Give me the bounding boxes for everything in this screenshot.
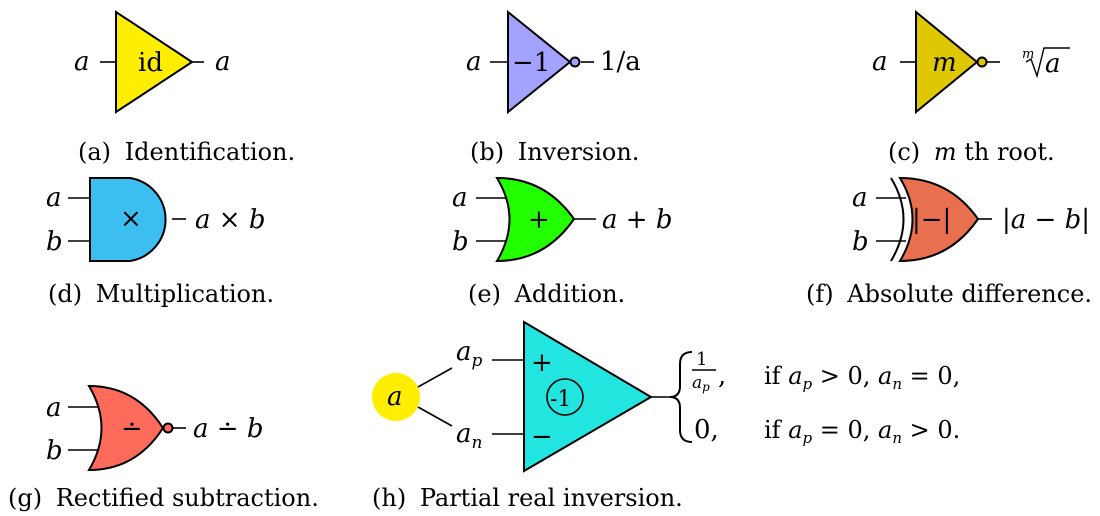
panel-multiplication: a b × a × b (d) Multiplication.: [46, 177, 274, 308]
gate-label: ∸: [121, 414, 143, 444]
root-gate: [915, 9, 979, 115]
caption: (d) Multiplication.: [48, 280, 274, 308]
gate-label: −1: [512, 48, 550, 78]
panel-mth-root: a m m a (c) m th root.: [872, 9, 1070, 166]
identity-gate: [115, 10, 194, 114]
input-label-b: b: [452, 227, 469, 257]
case-two-condition: if ap = 0, an > 0.: [764, 416, 960, 447]
split-wire-n: [417, 406, 453, 427]
caption: (f) Absolute difference.: [806, 280, 1092, 308]
input-label: a: [872, 47, 888, 77]
input-label-a: a: [46, 393, 62, 423]
panel-addition: a b + a + b (e) Addition.: [452, 176, 672, 308]
nor-bubble: [162, 422, 174, 434]
input-n-label: an: [456, 419, 482, 453]
xor-extra-arc: [890, 177, 905, 262]
minus-terminal: −: [531, 422, 553, 452]
case-one-comma: ,: [718, 361, 726, 391]
plus-terminal: +: [531, 348, 553, 378]
fraction-denominator: ap: [692, 373, 710, 394]
op-amp-gate: [523, 320, 653, 473]
input-label: a: [466, 47, 482, 77]
panel-rectified-subtraction: a b ∸ a ∸ b (g) Rectified subtraction.: [8, 384, 319, 512]
input-node: [372, 373, 420, 421]
caption: (h) Partial real inversion.: [372, 484, 683, 512]
output-label: a × b: [195, 205, 265, 235]
left-brace: [669, 351, 693, 443]
caption: (g) Rectified subtraction.: [8, 484, 319, 512]
output-root-expression: m a: [1022, 47, 1070, 79]
case-two: 0, if ap = 0, an > 0.: [694, 415, 960, 447]
radical-sign: [1025, 47, 1070, 79]
gate-ring: [546, 378, 584, 416]
inversion-bubble: [569, 56, 581, 68]
case-one-condition: if ap > 0, an = 0,: [764, 362, 960, 393]
caption: (b) Inversion.: [470, 138, 639, 166]
input-label-b: b: [46, 227, 63, 257]
gate-label: m: [932, 48, 957, 78]
output-label: a ∸ b: [193, 414, 263, 444]
caption: (e) Addition.: [468, 280, 625, 308]
input-node-label: a: [387, 382, 403, 412]
input-label-b: b: [46, 436, 63, 466]
input-label-a: a: [46, 183, 62, 213]
output-label: |a − b|: [1002, 205, 1090, 235]
caption: (c) m th root.: [888, 138, 1055, 166]
panel-identification: a id a (a) Identification.: [74, 10, 295, 166]
inversion-gate: [507, 9, 572, 115]
input-label-a: a: [852, 183, 868, 213]
input-label-b: b: [852, 227, 869, 257]
split-wire-p: [417, 367, 453, 388]
panel-partial-real-inversion: a -1 + − ap an 1 ap ,: [372, 320, 960, 512]
root-bubble: [976, 56, 988, 68]
root-radicand: a: [1045, 49, 1061, 79]
output-label: 1/a: [600, 47, 641, 77]
case-one: 1 ap , if ap > 0, an = 0,: [692, 349, 960, 394]
gate-label: -1: [550, 387, 571, 412]
nor-gate: [87, 384, 165, 472]
gate-label: ×: [120, 204, 142, 234]
output-label: a: [215, 47, 231, 77]
fraction-numerator: 1: [696, 349, 707, 370]
piecewise-output: 1 ap , if ap > 0, an = 0, 0, if ap = 0, …: [669, 349, 960, 447]
panel-absolute-difference: a b |−| |a − b| (f) Absolute difference.: [806, 176, 1092, 308]
gate-label: +: [528, 205, 550, 235]
caption: (a) Identification.: [78, 138, 295, 166]
root-index: m: [1022, 47, 1034, 62]
or-gate: [495, 176, 576, 263]
xor-gate: [898, 176, 980, 263]
input-p-label: ap: [456, 337, 483, 371]
input-label: a: [74, 47, 90, 77]
gate-label: |−|: [912, 205, 951, 235]
input-label-a: a: [452, 183, 468, 213]
case-two-value: 0,: [694, 415, 719, 445]
output-label: a + b: [602, 205, 672, 235]
and-gate: [89, 177, 167, 262]
gate-label: id: [138, 48, 163, 78]
panel-inversion: a −1 1/a (b) Inversion.: [466, 9, 641, 166]
